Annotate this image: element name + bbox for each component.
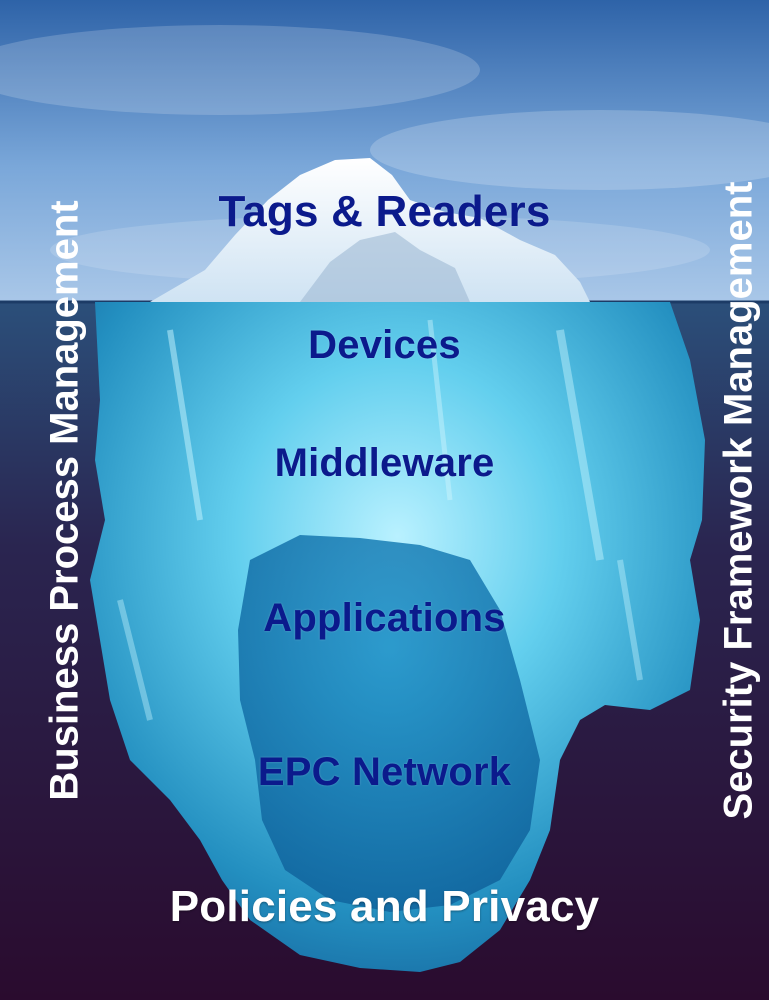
layer-label-epc-network: EPC Network xyxy=(257,750,512,794)
side-label-security-framework: Security Framework Management xyxy=(716,181,761,819)
side-label-business-process: Business Process Management xyxy=(42,199,87,801)
layer-label-middleware: Middleware xyxy=(274,441,495,485)
layer-label-tags-readers: Tags & Readers xyxy=(218,187,551,236)
layer-label-policies-privacy: Policies and Privacy xyxy=(169,882,600,931)
side-label-left-container: Business Process Management xyxy=(30,0,100,1000)
layer-label-devices: Devices xyxy=(308,323,461,367)
side-label-right-container: Security Framework Management xyxy=(704,0,769,1000)
iceberg-tip xyxy=(150,158,590,302)
layer-label-applications: Applications xyxy=(263,596,506,640)
